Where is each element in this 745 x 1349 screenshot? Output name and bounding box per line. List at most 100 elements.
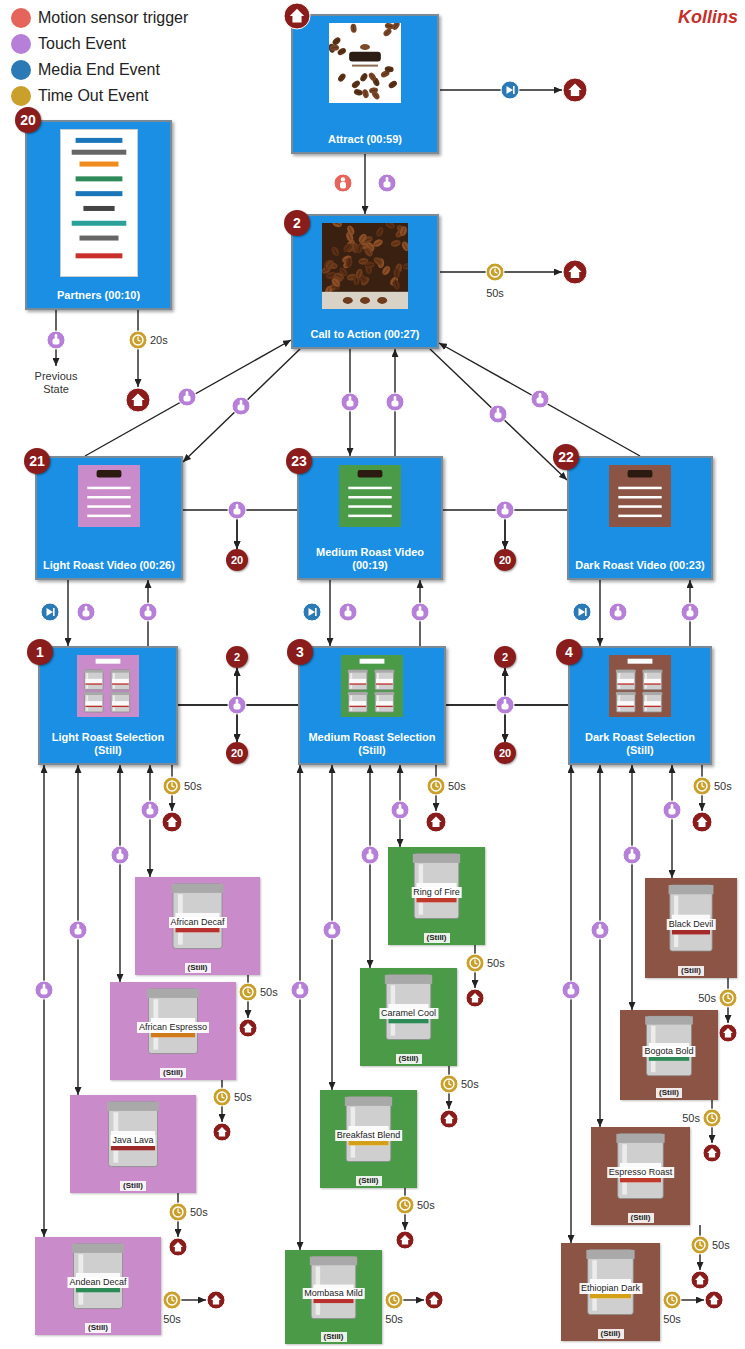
tin-band xyxy=(590,1294,631,1299)
thumb-line xyxy=(87,496,130,499)
logo-mark xyxy=(360,44,370,50)
connector xyxy=(331,765,332,1090)
tin-lid xyxy=(172,884,224,893)
event-icon xyxy=(139,603,157,621)
product-name: Bogota Bold xyxy=(642,1046,695,1057)
coffee-bean xyxy=(351,79,362,89)
media-glyph xyxy=(585,608,587,616)
tin-body xyxy=(348,670,367,690)
callout-number: 2 xyxy=(284,210,310,236)
event-icon xyxy=(129,331,147,349)
still-tag: (Still) xyxy=(656,1088,682,1098)
product-still: Ethiopian Dark(Still) xyxy=(561,1243,660,1341)
tin-label xyxy=(617,701,634,707)
event-icon xyxy=(163,777,181,795)
event-icon xyxy=(385,1291,403,1309)
clock-glyph xyxy=(695,1240,705,1250)
tin-label xyxy=(644,701,661,707)
event-icon xyxy=(111,846,129,864)
screen-caption: Attract (00:59) xyxy=(297,133,433,146)
flow-line xyxy=(404,1214,405,1230)
clock-glyph xyxy=(172,783,175,788)
clock-glyph xyxy=(431,781,441,791)
event-icon xyxy=(562,981,580,999)
thumb-ground xyxy=(341,655,403,717)
event-icon xyxy=(496,696,514,714)
touch-glyph xyxy=(568,989,575,995)
tin-band xyxy=(644,706,661,707)
flow-line xyxy=(440,89,501,90)
legend-text: Touch Event xyxy=(38,34,126,54)
timeout-value: 50s xyxy=(487,957,505,970)
tin-body xyxy=(111,670,130,690)
clock-glyph xyxy=(700,1242,703,1247)
event-icon xyxy=(378,174,396,192)
event-icon xyxy=(163,1291,181,1309)
connector xyxy=(183,510,237,549)
partner-logo xyxy=(79,236,118,241)
coffee-bean xyxy=(345,257,353,268)
thumb-line xyxy=(87,515,130,518)
tin-band xyxy=(112,706,129,707)
coffee-bean xyxy=(364,261,375,269)
still-tag: (Still) xyxy=(598,1329,624,1339)
legend-row: Time Out Event xyxy=(10,86,149,106)
page-link-circle: 20 xyxy=(494,742,516,764)
event-icon xyxy=(623,846,641,864)
screen-caption: Partners (00:10) xyxy=(31,289,166,302)
event-icon xyxy=(591,921,609,939)
caption-text: Dark Roast Selection (Still) xyxy=(574,731,706,757)
connector xyxy=(671,765,672,878)
bean-crease xyxy=(390,83,395,86)
target-note: Previous State xyxy=(25,370,87,396)
media-glyph xyxy=(309,608,316,616)
bean-crease xyxy=(361,235,365,241)
bean-crease xyxy=(395,281,397,288)
tin-band xyxy=(151,1033,195,1038)
thumb-bean xyxy=(343,297,353,304)
clock-glyph xyxy=(697,781,707,791)
brand-logo: Kollins xyxy=(678,7,738,28)
thumb-title xyxy=(96,659,121,664)
event-icon xyxy=(719,989,737,1007)
tin-lid xyxy=(669,885,714,894)
coffee-bean xyxy=(354,268,364,280)
still-tag: (Still) xyxy=(85,1323,111,1333)
partner-logo xyxy=(79,162,118,167)
timeout-value: 50s xyxy=(663,1313,681,1326)
clock-glyph xyxy=(723,993,733,1003)
tin-label xyxy=(85,701,102,707)
coffee-bean xyxy=(357,232,368,244)
tin-band xyxy=(388,1019,428,1024)
bean-crease xyxy=(394,23,398,28)
tin-lid xyxy=(616,670,636,673)
tin-label xyxy=(111,1131,155,1150)
tin-lid xyxy=(375,670,395,673)
timeout-value: 50s xyxy=(163,1313,181,1326)
touch-glyph xyxy=(397,809,404,815)
flow-line xyxy=(247,1001,248,1018)
home-glyph xyxy=(709,1295,719,1304)
product-still: African Decaf(Still) xyxy=(135,877,260,975)
caption-text: Partners (00:10) xyxy=(31,289,166,302)
event-icon xyxy=(339,603,357,621)
flow-line xyxy=(435,765,436,777)
connector xyxy=(369,765,370,968)
coffee-bean xyxy=(381,264,392,276)
tin-band xyxy=(348,1141,388,1146)
home-glyph xyxy=(695,1275,705,1284)
coffee-bean xyxy=(331,223,343,228)
touch-glyph xyxy=(297,989,304,995)
bean-crease xyxy=(334,39,339,43)
partner-logo xyxy=(83,206,114,211)
event-icon xyxy=(47,331,65,349)
connector xyxy=(399,765,400,847)
screen-thumbnail xyxy=(339,465,401,527)
event-icon xyxy=(703,1109,721,1127)
media-glyph xyxy=(47,608,54,616)
product-still: African Espresso(Still) xyxy=(110,982,236,1080)
clock-glyph xyxy=(248,989,251,994)
home-glyph xyxy=(173,1242,183,1251)
flow-line xyxy=(55,349,56,366)
